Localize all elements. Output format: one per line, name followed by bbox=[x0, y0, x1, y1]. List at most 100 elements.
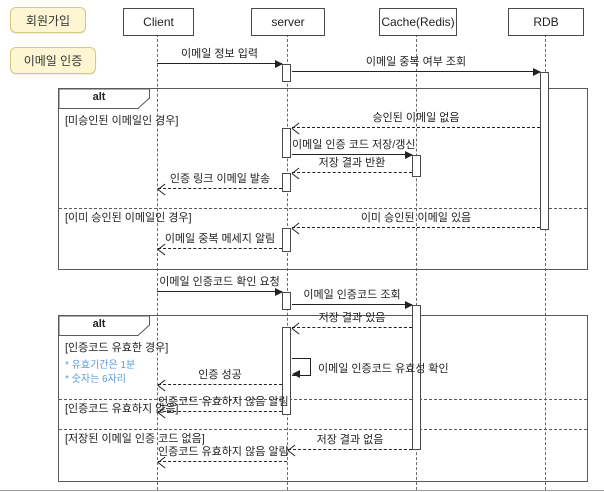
lifeline-server bbox=[287, 34, 288, 490]
guard-code-invalid: [인증코드 유효하지 않음] bbox=[65, 403, 179, 415]
message-label: 이메일 정보 입력 bbox=[181, 48, 258, 60]
section-label-text: 이메일 인증 bbox=[23, 54, 83, 68]
arrowhead-open-icon bbox=[292, 168, 302, 178]
message-line bbox=[157, 63, 282, 64]
message-line bbox=[292, 154, 412, 155]
alt-divider bbox=[59, 208, 587, 209]
message-label: 인증코드 유효하지 않음 알림 bbox=[158, 396, 289, 408]
activation-cache-1 bbox=[412, 155, 421, 177]
arrowhead-open-icon bbox=[292, 323, 302, 333]
message-line bbox=[292, 227, 540, 228]
arrowhead-filled-icon bbox=[405, 301, 413, 309]
guard-unapproved-email: [미승인된 이메일인 경우] bbox=[65, 115, 179, 127]
section-label-signup: 회원가입 bbox=[10, 7, 86, 33]
guard-already-approved-email: [이미 승인된 이메일인 경우] bbox=[65, 212, 192, 224]
activation-server-6 bbox=[282, 327, 291, 415]
alt-operator-tab: alt bbox=[59, 89, 151, 109]
alt-operator-tab: alt bbox=[59, 316, 151, 336]
message-line bbox=[158, 188, 282, 189]
arrowhead-open-icon bbox=[288, 445, 298, 455]
message-label: 이미 승인된 이메일 있음 bbox=[360, 212, 472, 224]
arrowhead-open-icon bbox=[158, 244, 168, 254]
self-message-loop bbox=[292, 358, 311, 376]
message-line bbox=[292, 127, 540, 128]
message-label: 이메일 인증코드 조회 bbox=[303, 289, 401, 301]
alt-operator-label: alt bbox=[92, 318, 106, 330]
message-save-result-return: 저장 결과 반환 bbox=[292, 157, 412, 173]
message-label: 이메일 인증 코드 저장/갱신 bbox=[292, 139, 416, 151]
message-line bbox=[292, 304, 412, 305]
arrowhead-filled-icon bbox=[275, 288, 283, 296]
activation-server-5 bbox=[282, 292, 291, 310]
lifeline-client bbox=[157, 34, 158, 490]
message-line bbox=[158, 384, 282, 385]
message-send-verification-link-email: 인증 링크 이메일 발송 bbox=[158, 173, 282, 189]
note-validity-period: * 유효기간은 1분 bbox=[65, 360, 136, 371]
message-label: 이메일 중복 여부 조회 bbox=[365, 56, 467, 68]
message-label: 이메일 인증코드 확인 요청 bbox=[159, 276, 280, 288]
message-code-invalid-notice-2: 인증코드 유효하지 않음 알림 bbox=[158, 446, 289, 462]
actor-name: Client bbox=[143, 15, 174, 29]
message-label: 저장 결과 반환 bbox=[318, 157, 386, 169]
message-line bbox=[158, 461, 287, 462]
message-line bbox=[158, 411, 282, 412]
message-label: 저장 결과 없음 bbox=[316, 434, 384, 446]
bottom-divider bbox=[0, 490, 604, 491]
arrowhead-filled-icon bbox=[292, 370, 300, 378]
message-code-invalid-notice-1: 인증코드 유효하지 않음 알림 bbox=[158, 396, 289, 412]
message-label: 인증코드 유효하지 않음 알림 bbox=[158, 446, 289, 458]
message-verification-code-check-request: 이메일 인증코드 확인 요청 bbox=[157, 276, 283, 296]
message-label: 인증 성공 bbox=[198, 369, 242, 381]
arrowhead-open-icon bbox=[292, 123, 302, 133]
message-line bbox=[292, 327, 412, 328]
message-line bbox=[157, 291, 282, 292]
message-label: 저장 결과 있음 bbox=[318, 312, 386, 324]
activation-server-1 bbox=[282, 64, 291, 82]
message-check-email-duplicate: 이메일 중복 여부 조회 bbox=[292, 56, 541, 76]
actor-client: Client bbox=[123, 8, 194, 36]
alt-tab-shape bbox=[59, 316, 150, 336]
activation-server-2 bbox=[282, 128, 291, 158]
message-no-saved-result: 저장 결과 없음 bbox=[288, 434, 412, 450]
section-label-email-verify: 이메일 인증 bbox=[10, 47, 96, 74]
message-saved-result-exists: 저장 결과 있음 bbox=[292, 312, 412, 328]
actor-name: Cache(Redis) bbox=[381, 15, 455, 29]
alt-frame-2: alt [인증코드 유효한 경우] * 유효기간은 1분 * 숫자는 6자리 [… bbox=[58, 315, 588, 482]
lifeline-cache bbox=[416, 34, 417, 490]
arrowhead-open-icon bbox=[292, 223, 302, 233]
message-duplicate-email-notice: 이메일 중복 메세지 알림 bbox=[158, 233, 282, 249]
actor-server: server bbox=[251, 8, 325, 36]
arrowhead-open-icon bbox=[158, 380, 168, 390]
message-label: 이메일 인증코드 유효성 확인 bbox=[318, 363, 449, 375]
message-line bbox=[292, 172, 412, 173]
message-no-approved-email: 승인된 이메일 없음 bbox=[292, 112, 540, 128]
arrowhead-open-icon bbox=[158, 457, 168, 467]
message-email-info-input: 이메일 정보 입력 bbox=[157, 48, 283, 68]
activation-server-4 bbox=[282, 228, 291, 252]
arrowhead-filled-icon bbox=[405, 151, 413, 159]
message-line bbox=[292, 71, 540, 72]
actor-cache-redis: Cache(Redis) bbox=[379, 8, 457, 36]
activation-rdb-1 bbox=[540, 72, 549, 230]
alt-tab-shape bbox=[59, 89, 150, 109]
alt-operator-label: alt bbox=[92, 91, 106, 103]
alt-divider bbox=[59, 429, 587, 430]
actor-rdb: RDB bbox=[508, 8, 584, 36]
arrowhead-open-icon bbox=[158, 407, 168, 417]
message-verification-success: 인증 성공 bbox=[158, 369, 282, 385]
message-line bbox=[158, 248, 282, 249]
alt-frame-1: alt [미승인된 이메일인 경우] [이미 승인된 이메일인 경우] bbox=[58, 88, 588, 270]
section-label-text: 회원가입 bbox=[25, 13, 71, 28]
message-lookup-verification-code: 이메일 인증코드 조회 bbox=[292, 289, 413, 309]
guard-no-stored-code: [저장된 이메일 인증 코드 없음] bbox=[65, 433, 205, 445]
message-label: 승인된 이메일 없음 bbox=[372, 112, 460, 124]
note-digit-count: * 숫자는 6자리 bbox=[65, 374, 127, 385]
arrowhead-filled-icon bbox=[533, 68, 541, 76]
lifeline-rdb bbox=[545, 34, 546, 490]
message-save-verification-code: 이메일 인증 코드 저장/갱신 bbox=[292, 139, 416, 159]
arrowhead-open-icon bbox=[158, 184, 168, 194]
activation-cache-2 bbox=[412, 305, 421, 450]
guard-code-valid: [인증코드 유효한 경우] bbox=[65, 342, 169, 354]
actor-name: RDB bbox=[533, 15, 559, 29]
